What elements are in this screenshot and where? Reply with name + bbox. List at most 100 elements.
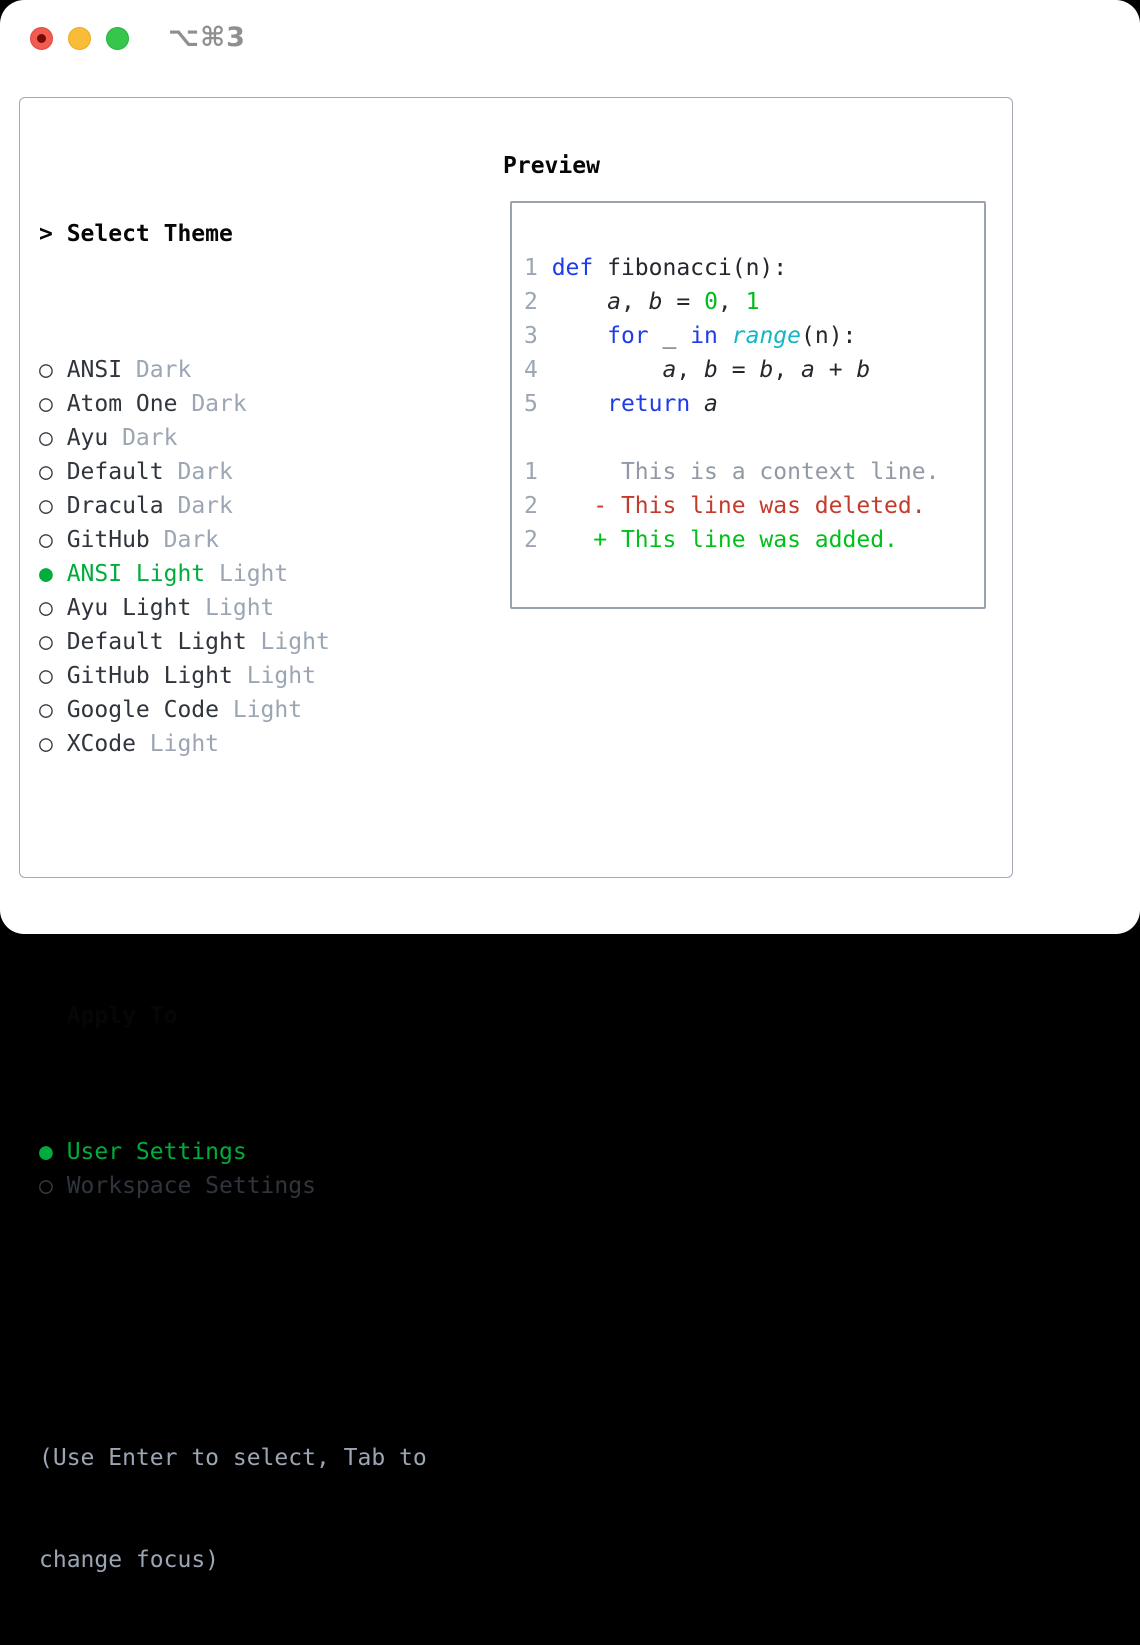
theme-name: XCode (66, 731, 136, 757)
apply-to-title: Apply To (66, 1003, 178, 1029)
radio-selected-icon: ● (39, 1139, 67, 1165)
code-line: 4 a, b = b, a + b (524, 353, 939, 387)
code-token-plain: _ (648, 323, 691, 349)
code-token-plain: = (717, 357, 760, 383)
titlebar (30, 26, 144, 50)
theme-option[interactable]: ● ANSI Light Light (39, 557, 427, 591)
theme-name: Ayu Light (66, 595, 192, 621)
theme-selector-panel: >Select Theme ○ ANSI Dark○ Atom One Dark… (19, 97, 1013, 1573)
line-number: 2 (524, 493, 552, 519)
theme-option[interactable]: ○ Dracula Dark (39, 489, 427, 523)
code-token-plain: = (662, 289, 705, 315)
radio-unselected-icon: ○ (39, 459, 67, 485)
apply-to-header: Apply To (39, 999, 427, 1033)
radio-unselected-icon: ○ (39, 697, 67, 723)
theme-variant-label: Light (205, 561, 289, 587)
radio-unselected-icon: ○ (39, 391, 67, 417)
theme-name: Default Light (66, 629, 247, 655)
code-token-lit: 1 (745, 289, 760, 315)
code-token-kw: for (607, 323, 649, 349)
code-token-plain (718, 323, 732, 349)
code-token-lit: 0 (704, 289, 718, 315)
code-token-plain (690, 391, 704, 417)
apply-to-option[interactable]: ○ Workspace Settings (39, 1169, 427, 1203)
code-line: 2 - This line was deleted. (524, 489, 939, 523)
code-token-plain: , (676, 357, 705, 383)
line-number: 2 (524, 527, 552, 553)
close-focus-dot-icon (37, 33, 46, 43)
apply-to-label: User Settings (66, 1139, 247, 1165)
theme-name: Atom One (66, 391, 178, 417)
line-number: 3 (524, 323, 552, 349)
apply-to-list: ● User Settings○ Workspace Settings (39, 1135, 427, 1203)
code-token-add: + This line was added. (551, 527, 898, 553)
radio-unselected-icon: ○ (39, 1173, 67, 1199)
theme-name: ANSI Light (66, 561, 206, 587)
theme-variant-label: Dark (163, 493, 233, 519)
line-number: 1 (524, 255, 552, 281)
theme-variant-label: Light (219, 697, 303, 723)
radio-unselected-icon: ○ (39, 357, 67, 383)
theme-list-column: >Select Theme ○ ANSI Dark○ Atom One Dark… (39, 149, 427, 1645)
theme-variant-label: Dark (122, 357, 192, 383)
code-token-kw: in (690, 323, 718, 349)
spacer (39, 863, 427, 897)
radio-unselected-icon: ○ (39, 425, 67, 451)
code-line: 2 a, b = 0, 1 (524, 285, 939, 319)
line-number (524, 425, 538, 451)
code-line: 1 This is a context line. (524, 455, 939, 489)
theme-name: Google Code (66, 697, 220, 723)
radio-unselected-icon: ○ (39, 629, 67, 655)
minimize-window-button[interactable] (68, 26, 91, 50)
radio-unselected-icon: ○ (39, 493, 67, 519)
code-token-plain (552, 357, 663, 383)
theme-option[interactable]: ○ GitHub Light Light (39, 659, 427, 693)
select-theme-title: Select Theme (66, 221, 233, 247)
code-token-var: b (759, 357, 774, 383)
theme-variant-label: Dark (163, 459, 233, 485)
theme-option[interactable]: ○ Default Light Light (39, 625, 427, 659)
theme-option[interactable]: ○ Atom One Dark (39, 387, 427, 421)
theme-variant-label: Dark (149, 527, 220, 553)
code-token-plain: + (814, 357, 857, 383)
zoom-window-button[interactable] (106, 26, 129, 50)
theme-option[interactable]: ○ Ayu Dark (39, 421, 427, 455)
theme-name: Default (66, 459, 164, 485)
code-token-plain: , (773, 357, 802, 383)
window-shortcut-label: ⌥⌘3 (168, 22, 246, 53)
theme-option[interactable]: ○ ANSI Dark (39, 353, 427, 387)
spacer (39, 1305, 427, 1339)
radio-unselected-icon: ○ (39, 595, 67, 621)
hint-line-1: (Use Enter to select, Tab to (39, 1445, 427, 1471)
line-number: 5 (524, 391, 552, 417)
theme-name: GitHub (66, 527, 150, 553)
code-token-var: b (856, 357, 871, 383)
theme-variant-label: Light (191, 595, 275, 621)
code-token-fn: range (731, 323, 801, 349)
code-token-var: a (801, 357, 815, 383)
code-token-plain (552, 289, 607, 315)
code-token-var: a (662, 357, 677, 383)
theme-variant-label: Light (246, 629, 330, 655)
hint-line-2: change focus) (39, 1547, 220, 1573)
theme-list: ○ ANSI Dark○ Atom One Dark○ Ayu Dark○ De… (39, 353, 427, 761)
theme-variant-label: Dark (177, 391, 247, 417)
theme-option[interactable]: ○ GitHub Dark (39, 523, 427, 557)
radio-unselected-icon: ○ (39, 527, 67, 553)
line-number: 1 (524, 459, 552, 485)
apply-to-label: Workspace Settings (66, 1173, 316, 1199)
focus-caret-icon: > (39, 221, 53, 247)
code-line (524, 421, 939, 455)
close-window-button[interactable] (30, 26, 53, 50)
apply-to-option[interactable]: ● User Settings (39, 1135, 427, 1169)
code-token-plain (552, 391, 607, 417)
theme-option[interactable]: ○ Google Code Light (39, 693, 427, 727)
code-token-plain: , (620, 289, 649, 315)
theme-option[interactable]: ○ XCode Light (39, 727, 427, 761)
code-token-plain: fibonacci(n): (593, 255, 788, 281)
theme-name: Ayu (66, 425, 109, 451)
theme-option[interactable]: ○ Default Dark (39, 455, 427, 489)
theme-option[interactable]: ○ Ayu Light Light (39, 591, 427, 625)
code-token-var: b (704, 357, 718, 383)
